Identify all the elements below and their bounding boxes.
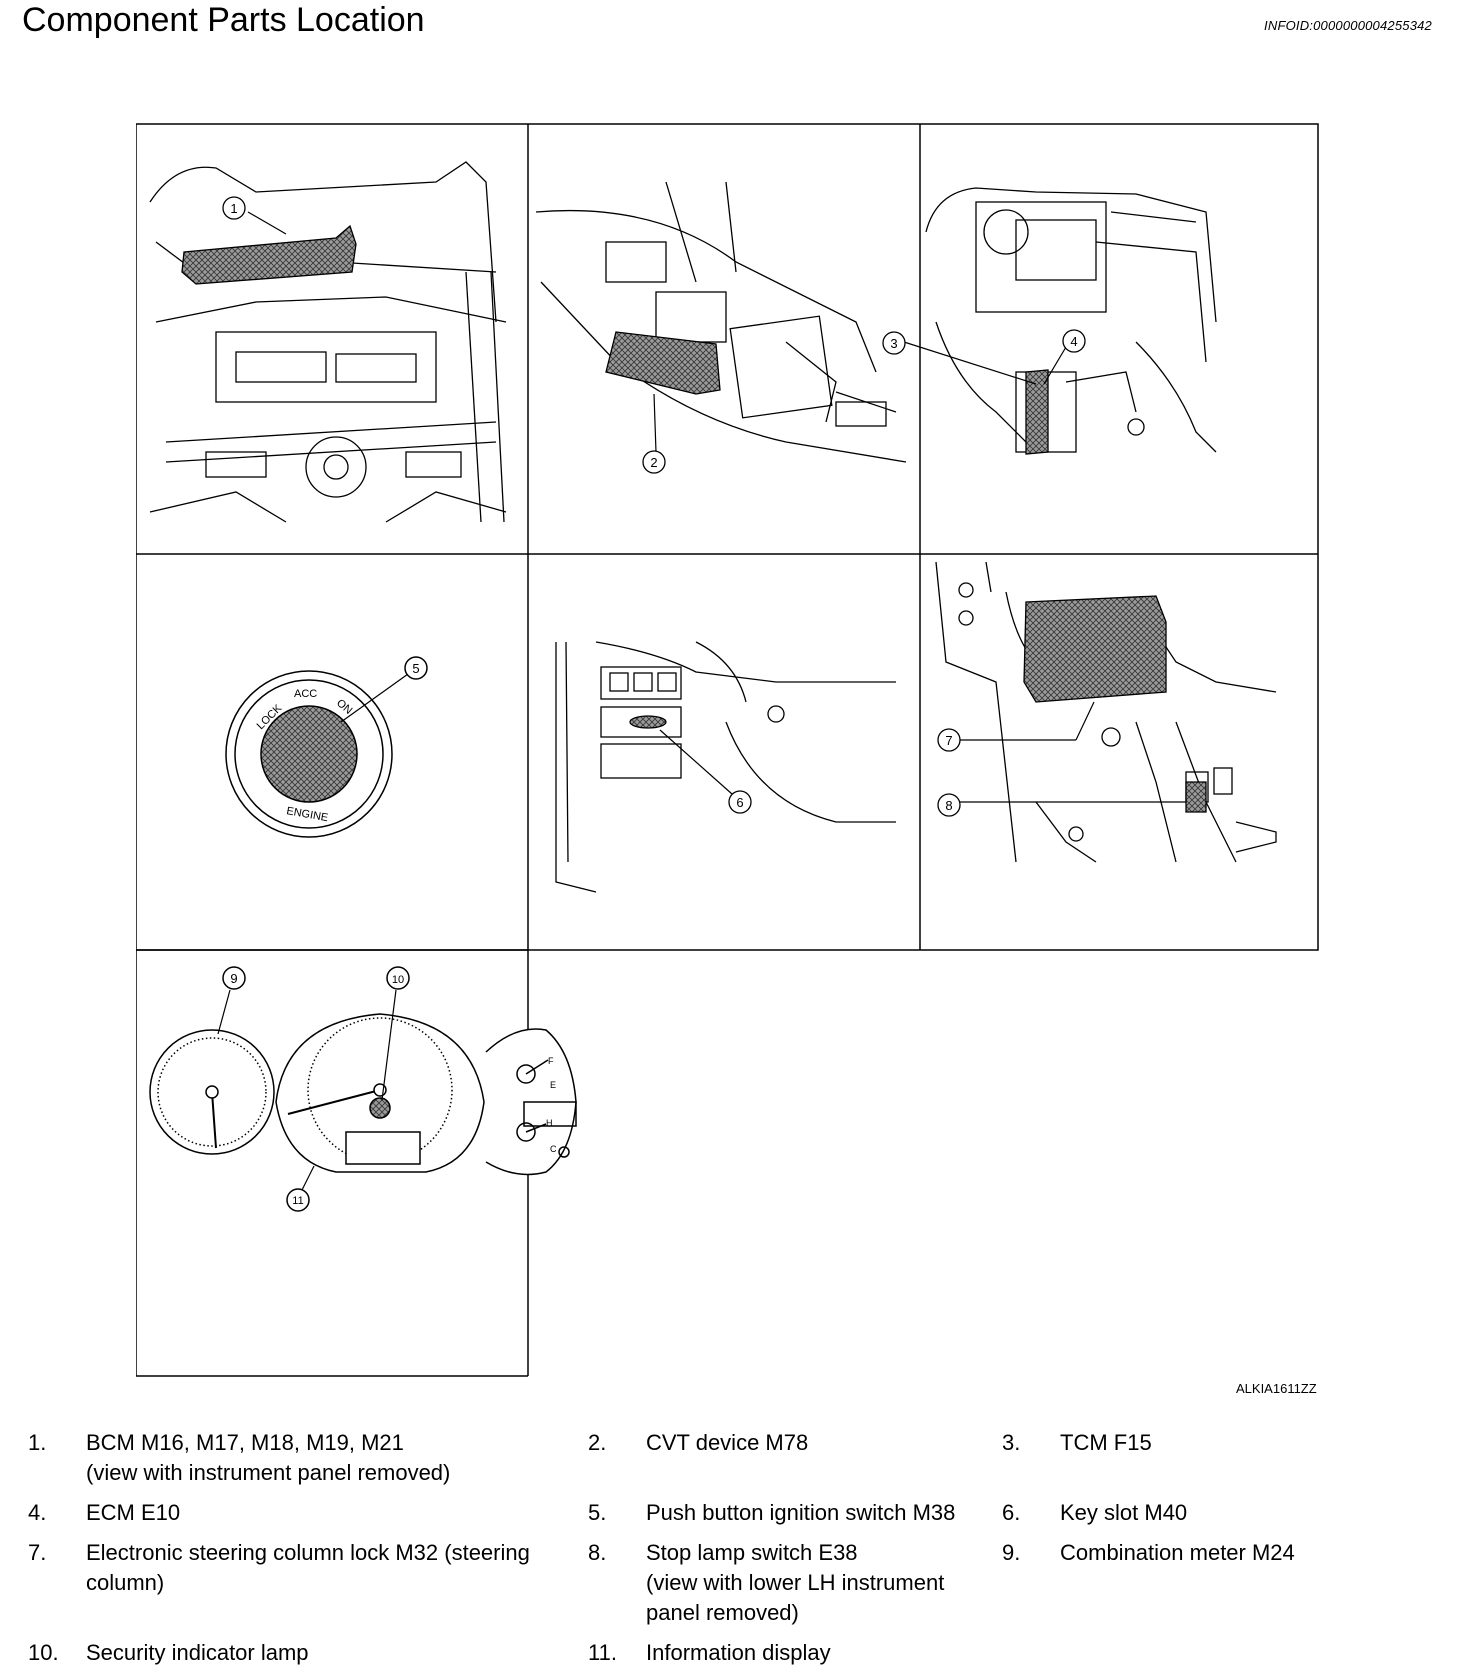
callout-4: 4 bbox=[1070, 334, 1077, 349]
legend-row: 1. BCM M16, M17, M18, M19, M21 (view wit… bbox=[22, 1428, 1322, 1488]
temp-hot-label: H bbox=[546, 1118, 553, 1128]
callout-9: 9 bbox=[230, 971, 237, 986]
legend-item: 9. Combination meter M24 bbox=[996, 1538, 1316, 1628]
fuel-empty-label: E bbox=[550, 1080, 556, 1090]
ignition-engine-label: ENGINE bbox=[285, 805, 329, 824]
ignition-acc-label: ACC bbox=[294, 688, 317, 700]
figure-id: ALKIA1611ZZ bbox=[1236, 1381, 1317, 1396]
panel-ignition-switch: LOCK ACC ON ENGINE 5 bbox=[225, 656, 428, 838]
legend-item: 11. Information display bbox=[582, 1638, 996, 1668]
component-location-figure: 1 2 bbox=[136, 122, 1320, 1382]
legend-text: ECM E10 bbox=[86, 1500, 181, 1525]
legend-item: 5. Push button ignition switch M38 bbox=[582, 1498, 996, 1528]
legend-text: CVT device M78 bbox=[646, 1430, 809, 1455]
legend-row: 4. ECM E10 5. Push button ignition switc… bbox=[22, 1498, 1322, 1528]
legend-text: Key slot M40 bbox=[1060, 1500, 1188, 1525]
legend-text: TCM F15 bbox=[1060, 1430, 1152, 1455]
legend-number: 6. bbox=[1002, 1500, 1021, 1525]
legend-row: 7. Electronic steering column lock M32 (… bbox=[22, 1538, 1322, 1628]
legend-number: 2. bbox=[588, 1430, 607, 1455]
legend-item: 3. TCM F15 bbox=[996, 1428, 1316, 1488]
callout-8: 8 bbox=[945, 798, 952, 813]
legend-number: 8. bbox=[588, 1540, 607, 1565]
legend-text: BCM M16, M17, M18, M19, M21 (view with i… bbox=[86, 1430, 451, 1485]
callout-1: 1 bbox=[230, 201, 237, 216]
info-id: INFOID:0000000004255342 bbox=[1264, 18, 1432, 33]
legend-number: 7. bbox=[28, 1540, 47, 1565]
legend-number: 1. bbox=[28, 1430, 47, 1455]
legend-number: 4. bbox=[28, 1500, 47, 1525]
legend-text: Combination meter M24 bbox=[1060, 1540, 1295, 1565]
callout-3: 3 bbox=[890, 336, 897, 351]
legend-number: 9. bbox=[1002, 1540, 1021, 1565]
legend-item: 7. Electronic steering column lock M32 (… bbox=[22, 1538, 582, 1628]
legend-number: 10. bbox=[28, 1640, 59, 1665]
callout-2: 2 bbox=[650, 455, 657, 470]
legend-item: 4. ECM E10 bbox=[22, 1498, 582, 1528]
callout-6: 6 bbox=[736, 795, 743, 810]
legend-item: 10. Security indicator lamp bbox=[22, 1638, 582, 1668]
callout-11: 11 bbox=[292, 1195, 303, 1207]
legend-number: 11. bbox=[588, 1640, 617, 1665]
legend-row: 10. Security indicator lamp 11. Informat… bbox=[22, 1638, 1322, 1668]
panel-steering-lock: 7 8 bbox=[935, 561, 1277, 863]
fuel-full-label: F bbox=[548, 1056, 554, 1066]
page-title: Component Parts Location bbox=[22, 1, 425, 39]
callout-10: 10 bbox=[392, 974, 404, 986]
legend-item: 6. Key slot M40 bbox=[996, 1498, 1316, 1528]
panel-bcm: 1 bbox=[149, 161, 507, 523]
legend-text: Electronic steering column lock M32 (ste… bbox=[86, 1540, 530, 1595]
legend-text: Security indicator lamp bbox=[86, 1640, 309, 1665]
legend-text: Information display bbox=[646, 1640, 831, 1665]
callout-5: 5 bbox=[412, 661, 419, 676]
panel-grid bbox=[136, 123, 1319, 1377]
legend-text: Stop lamp switch E38 (view with lower LH… bbox=[646, 1540, 945, 1625]
legend-item: 2. CVT device M78 bbox=[582, 1428, 996, 1488]
legend-text: Push button ignition switch M38 bbox=[646, 1500, 956, 1525]
legend-number: 3. bbox=[1002, 1430, 1021, 1455]
panel-cvt: 2 bbox=[535, 181, 907, 474]
legend-number: 5. bbox=[588, 1500, 607, 1525]
legend-item: 1. BCM M16, M17, M18, M19, M21 (view wit… bbox=[22, 1428, 582, 1488]
callout-7: 7 bbox=[945, 733, 952, 748]
panel-engine-bay: 3 4 bbox=[882, 187, 1217, 455]
figure-drawing: 1 2 bbox=[136, 123, 1319, 1377]
parts-legend: 1. BCM M16, M17, M18, M19, M21 (view wit… bbox=[22, 1428, 1322, 1678]
panel-key-slot: 6 bbox=[555, 641, 896, 893]
panel-combination-meter: F E H C 9 10 11 bbox=[149, 966, 577, 1212]
legend-item: 8. Stop lamp switch E38 (view with lower… bbox=[582, 1538, 996, 1628]
temp-cold-label: C bbox=[550, 1144, 557, 1154]
